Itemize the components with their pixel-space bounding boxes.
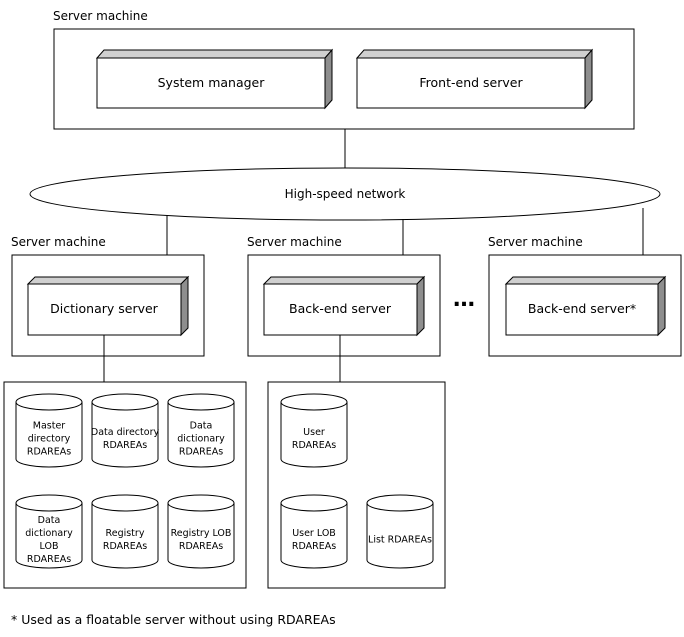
- top-server-machine-label: Server machine: [53, 9, 148, 23]
- floatable-back-end-server-label: Back-end server*: [528, 301, 636, 316]
- back-end-server-box: Back-end server: [262, 275, 426, 337]
- system-manager-label: System manager: [158, 75, 266, 90]
- data-dictionary-lob-rdareas-label-line: Data: [38, 515, 61, 526]
- more-servers-ellipsis: …: [453, 287, 475, 312]
- high-speed-network-ellipse: [29, 167, 661, 221]
- floatable-server-machine-label: Server machine: [488, 235, 583, 249]
- dictionary-server-box: Dictionary server: [26, 275, 190, 337]
- user-lob-rdareas-cylinder: User LOB RDAREAs: [280, 494, 348, 569]
- registry-lob-rdareas-label-line: Registry LOB: [171, 528, 232, 539]
- data-dictionary-lob-rdareas-label-line: RDAREAs: [27, 554, 71, 565]
- data-dictionary-rdareas-label-line: RDAREAs: [179, 447, 223, 458]
- data-dictionary-lob-rdareas-label-line: LOB: [40, 541, 59, 552]
- user-rdareas-label-line: User: [303, 427, 325, 438]
- list-rdareas-cylinder: List RDAREAs: [366, 494, 434, 569]
- master-directory-rdareas-label-line: RDAREAs: [27, 447, 71, 458]
- footnote: * Used as a floatable server without usi…: [11, 612, 336, 627]
- data-dictionary-lob-rdareas-label-line: dictionary: [25, 528, 73, 539]
- back-end-server-label: Back-end server: [289, 301, 392, 316]
- data-directory-rdareas-label-line: Data directory: [91, 427, 160, 438]
- registry-lob-rdareas-label-line: RDAREAs: [179, 541, 223, 552]
- user-rdareas-label-line: RDAREAs: [292, 440, 336, 451]
- high-speed-network-label: High-speed network: [285, 187, 406, 201]
- user-lob-rdareas-label-line: RDAREAs: [292, 541, 336, 552]
- master-directory-rdareas-label-line: Master: [33, 421, 66, 432]
- dictionary-server-label: Dictionary server: [50, 301, 159, 316]
- data-dictionary-rdareas-label-line: Data: [190, 421, 213, 432]
- registry-rdareas-label-line: Registry: [106, 528, 145, 539]
- master-directory-rdareas-label-line: directory: [28, 434, 71, 445]
- registry-lob-rdareas-cylinder: Registry LOB RDAREAs: [167, 494, 235, 569]
- registry-rdareas-label-line: RDAREAs: [103, 541, 147, 552]
- floatable-back-end-server-box: Back-end server*: [504, 275, 667, 337]
- data-directory-rdareas-label-line: RDAREAs: [103, 440, 147, 451]
- front-end-server-label: Front-end server: [419, 75, 523, 90]
- user-lob-rdareas-label-line: User LOB: [292, 528, 336, 539]
- list-rdareas-label-line: List RDAREAs: [368, 535, 432, 546]
- dictionary-server-machine-label: Server machine: [11, 235, 106, 249]
- backend-server-machine-label: Server machine: [247, 235, 342, 249]
- system-manager-box: System manager: [95, 48, 334, 110]
- data-dictionary-rdareas-label-line: dictionary: [177, 434, 225, 445]
- front-end-server-box: Front-end server: [355, 48, 594, 110]
